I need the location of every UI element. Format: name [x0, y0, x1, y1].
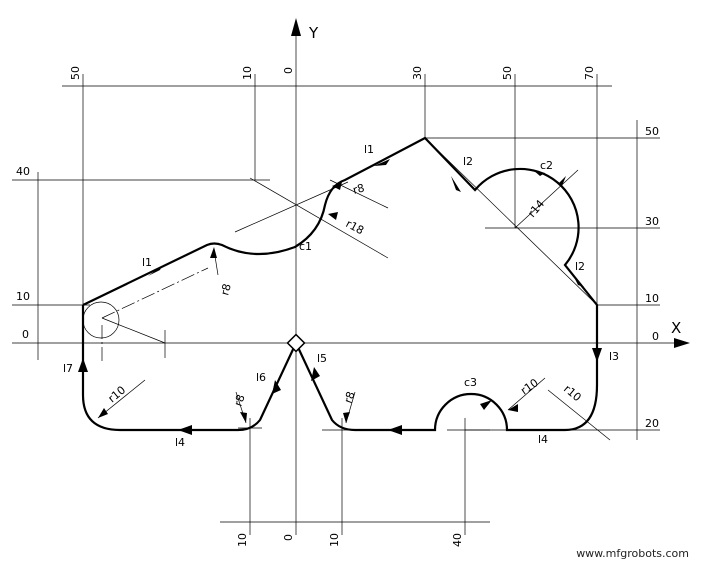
y-axis-arrow	[291, 18, 301, 36]
segment-label: l2	[575, 260, 585, 273]
radius-label: r14	[525, 197, 547, 220]
r10-right-line	[547, 389, 611, 441]
radius-arrow	[508, 404, 518, 412]
segment-label: l5	[317, 352, 327, 365]
origin-marker	[286, 333, 306, 353]
construction-line-r14	[514, 169, 579, 229]
x-axis-arrow	[674, 338, 690, 348]
radius-label: r10	[518, 376, 541, 397]
top-dim-label: 50	[69, 66, 82, 80]
bottom-dim-label: 0	[282, 534, 295, 541]
radius-label: r8	[232, 393, 248, 408]
segment-label: l7	[63, 362, 73, 375]
bottom-dim-label: 10	[236, 533, 249, 547]
toolpath-contour	[81, 136, 599, 432]
direction-arrow	[78, 358, 88, 372]
right-dim-label: 20	[645, 417, 659, 430]
radius-label: r8	[351, 181, 366, 197]
bottom-dim-label: 40	[451, 533, 464, 547]
direction-arrow	[272, 380, 281, 394]
radius-arrow	[240, 412, 247, 423]
direction-arrow	[480, 400, 492, 410]
radius-leader	[97, 379, 146, 419]
construction-line-c1-cross	[249, 177, 389, 259]
construction-line-c2-diag	[424, 137, 598, 306]
watermark: www.mfgrobots.com	[576, 547, 689, 560]
bottom-dim-label: 10	[328, 533, 341, 547]
segment-label: l1	[364, 143, 374, 156]
top-dim-label: 30	[411, 66, 424, 80]
start-tick-line	[101, 317, 166, 344]
direction-arrow	[148, 266, 162, 276]
radius-leader	[213, 249, 219, 276]
y-axis-label: Y	[308, 24, 319, 42]
left-dim-label: 10	[16, 290, 30, 303]
top-dim-label: 10	[241, 66, 254, 80]
direction-arrow	[533, 170, 545, 176]
right-dim-label: 50	[645, 125, 659, 138]
radius-leader	[507, 377, 546, 411]
segment-labels: l1 l1 l2 l2 l3 l4 l4 l5 l6 l7 c1 c2 c3	[63, 143, 619, 449]
segment-label: l6	[256, 371, 266, 384]
radius-arrow	[210, 247, 217, 258]
segment-label: l4	[175, 436, 185, 449]
radius-arrow	[98, 408, 108, 418]
segment-label: l4	[538, 433, 548, 446]
radius-arrow	[558, 176, 566, 186]
radius-label: r10	[106, 383, 129, 405]
right-dim-label: 10	[645, 292, 659, 305]
segment-label: c3	[464, 376, 477, 389]
radius-arrow	[328, 212, 338, 220]
radius-label: r10	[561, 382, 584, 404]
direction-arrow	[374, 159, 390, 166]
radius-label: r8	[218, 282, 234, 297]
direction-arrow	[388, 425, 402, 435]
segment-label: c2	[540, 159, 553, 172]
left-dim-label: 40	[16, 165, 30, 178]
radius-leader	[345, 391, 356, 424]
direction-arrow	[451, 176, 461, 192]
direction-arrow	[592, 348, 602, 362]
x-axis-label: X	[671, 319, 681, 337]
top-dim-label: 0	[282, 67, 295, 74]
segment-label: c1	[299, 240, 312, 253]
direction-arrow	[311, 367, 320, 381]
top-dim-label: 70	[583, 66, 596, 80]
centerline-start	[101, 267, 209, 319]
start-point-circle	[82, 301, 120, 339]
radius-labels: r8 r8 r18 r14 r10 r10 r10 r8 r8	[106, 181, 584, 408]
right-dim-label: 0	[652, 330, 659, 343]
segment-label: l2	[463, 155, 473, 168]
right-dim-label: 30	[645, 215, 659, 228]
direction-arrow	[572, 273, 584, 287]
segment-label: l3	[609, 350, 619, 363]
radius-leader	[235, 391, 247, 424]
radius-arrow	[332, 182, 342, 190]
top-dim-label: 50	[501, 66, 514, 80]
construction-line-c1	[234, 181, 349, 233]
bottom-dim-labels: 10 0 10 40	[236, 533, 464, 547]
radius-label: r8	[342, 390, 358, 405]
left-dim-label: 0	[22, 328, 29, 341]
segment-label: l1	[142, 256, 152, 269]
direction-arrow	[178, 425, 192, 435]
top-dim-labels: 50 10 0 30 50 70	[69, 66, 596, 80]
